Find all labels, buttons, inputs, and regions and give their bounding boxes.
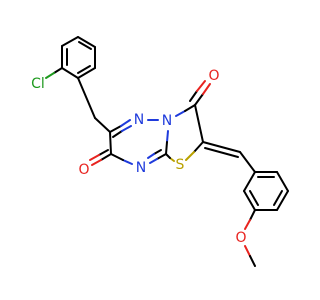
bond-double-inner [78, 41, 92, 50]
bond-c-n [120, 119, 131, 127]
chlorophenyl-ring [61, 36, 96, 79]
bond [156, 153, 167, 160]
bond-double-inner [196, 80, 206, 92]
bond [193, 141, 204, 153]
bond-double-inner [89, 154, 100, 161]
bond [53, 67, 63, 74]
bond [110, 153, 124, 161]
bond [165, 153, 171, 159]
nitrogen-atom-label: N [136, 160, 146, 176]
bond-c-o [244, 219, 251, 230]
bond-double-inner [98, 149, 109, 156]
thiazolone-ring [165, 104, 204, 162]
sulfur-atom-label: S [176, 157, 185, 173]
bond-double-inner [147, 153, 155, 159]
oxygen-atom-label: O [235, 230, 246, 246]
bond [249, 209, 256, 221]
bond-c-n [122, 159, 133, 165]
bond [109, 125, 122, 133]
bond-double-inner [77, 65, 91, 74]
molecule-structure-diagram: Cl O O O S N N N [31, 36, 289, 267]
bond [194, 104, 204, 143]
bond-double-inner [112, 130, 123, 138]
bond-ch2-linker [77, 77, 96, 119]
bond [77, 67, 96, 79]
atom-labels: Cl O O O S N N N [31, 68, 246, 246]
chlorine-atom-label: Cl [31, 76, 45, 92]
bond [61, 36, 79, 47]
nitrogen-atom-label: N [134, 112, 144, 128]
oxygen-atom-label: O [78, 162, 89, 178]
bond [165, 141, 168, 155]
triazinone-ring [109, 119, 169, 165]
bond [100, 153, 112, 161]
bond [276, 190, 289, 211]
bond [276, 171, 289, 192]
bond-double-inner [153, 149, 162, 155]
methoxyphenyl-ring [243, 171, 289, 211]
oxygen-atom-label: O [208, 68, 219, 84]
bond-ch2-linker [94, 117, 111, 133]
bond-c-n [149, 158, 158, 164]
bond-c-n [166, 130, 169, 143]
bond [61, 67, 79, 79]
bond [243, 190, 256, 211]
bond-double-inner [249, 190, 259, 206]
bond-double-inner [121, 125, 132, 132]
bond [194, 93, 204, 106]
bond-c-cl [45, 72, 55, 79]
bond-c-o [202, 83, 211, 95]
bond-c-o [244, 245, 251, 257]
bond [184, 104, 196, 112]
bond-c-s [185, 151, 195, 161]
bond [243, 171, 256, 192]
bond [239, 151, 256, 173]
nitrogen-atom-label: N [162, 113, 172, 129]
bond-double-inner [273, 190, 283, 206]
bond [109, 131, 112, 155]
bond [249, 255, 256, 267]
bond-c-o [91, 159, 102, 166]
bond [202, 141, 241, 153]
bond-double-inner [189, 90, 198, 102]
bond-c-n [175, 110, 186, 117]
bond-double-inner [204, 147, 239, 158]
bond [77, 36, 96, 48]
